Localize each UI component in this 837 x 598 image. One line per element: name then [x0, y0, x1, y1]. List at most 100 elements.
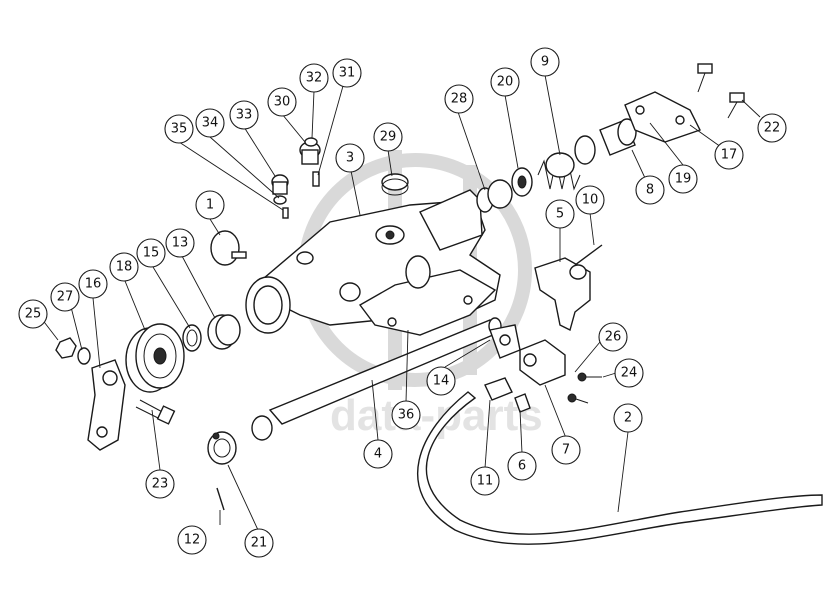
svg-text:23: 23 — [152, 477, 169, 492]
bolt-22-part — [727, 92, 745, 119]
callout-1: 1 — [195, 190, 225, 220]
ring-15-part — [182, 324, 202, 352]
svg-text:4: 4 — [374, 447, 382, 462]
washer-27-part — [77, 347, 91, 365]
svg-text:25: 25 — [25, 307, 42, 322]
valve-33-part — [271, 174, 289, 195]
pin-35-part — [282, 207, 289, 219]
callout-17: 17 — [714, 140, 744, 170]
callout-19: 19 — [668, 164, 698, 194]
nut-25-part — [55, 337, 77, 359]
callout-13: 13 — [165, 228, 195, 258]
callout-3: 3 — [335, 143, 365, 173]
svg-text:8: 8 — [646, 183, 654, 198]
svg-text:12: 12 — [184, 533, 201, 548]
svg-text:30: 30 — [274, 95, 291, 110]
callout-5: 5 — [545, 199, 575, 229]
screw-24-part — [577, 372, 602, 382]
plug-part — [210, 230, 247, 266]
callout-8: 8 — [635, 175, 665, 205]
svg-text:34: 34 — [202, 116, 219, 131]
clamp-21-part — [207, 431, 237, 465]
svg-text:17: 17 — [721, 148, 738, 163]
callout-18: 18 — [109, 252, 139, 282]
valve-block-7-part — [519, 339, 566, 386]
leader-lines — [37, 74, 761, 531]
callout-28: 28 — [444, 84, 474, 114]
fitting-6-part — [514, 393, 531, 413]
svg-text:14: 14 — [433, 374, 450, 389]
pulley-18-part — [125, 323, 185, 393]
fitting-11-part — [484, 377, 513, 401]
svg-text:10: 10 — [582, 193, 599, 208]
plate-19-part — [624, 91, 701, 143]
svg-text:29: 29 — [380, 130, 397, 145]
callout-25: 25 — [18, 299, 48, 329]
pin-31-part — [312, 171, 320, 187]
svg-text:22: 22 — [764, 121, 781, 136]
svg-text:35: 35 — [171, 122, 188, 137]
pin-12-part — [216, 487, 225, 511]
sleeve-8-part — [574, 118, 637, 165]
callout-11: 11 — [470, 466, 500, 496]
bearing-20-part — [511, 167, 533, 197]
cap-32-part — [304, 137, 318, 147]
hose-2-part — [416, 391, 823, 545]
callout-24: 24 — [614, 358, 644, 388]
svg-text:19: 19 — [675, 172, 692, 187]
pin-10-part — [574, 244, 603, 266]
callout-35: 35 — [164, 114, 194, 144]
housing-part — [245, 189, 501, 336]
svg-text:7: 7 — [562, 443, 570, 458]
svg-text:27: 27 — [57, 290, 74, 305]
callout-14: 14 — [426, 366, 456, 396]
ring-29-part — [381, 173, 409, 196]
svg-text:11: 11 — [477, 474, 494, 489]
callout-26: 26 — [598, 322, 628, 352]
bolt-17-part — [697, 63, 713, 93]
svg-text:2: 2 — [624, 411, 632, 426]
callout-32: 32 — [299, 63, 329, 93]
callout-31: 31 — [332, 58, 362, 88]
svg-text:3: 3 — [346, 151, 354, 166]
svg-text:26: 26 — [605, 330, 622, 345]
svg-text:36: 36 — [398, 408, 415, 423]
spring-9-part — [537, 152, 581, 191]
ring-13-part — [207, 314, 241, 350]
callout-34: 34 — [195, 108, 225, 138]
svg-text:28: 28 — [451, 92, 468, 107]
callout-6: 6 — [507, 451, 537, 481]
callout-2: 2 — [613, 403, 643, 433]
arm-16-part — [87, 359, 126, 451]
callout-12: 12 — [177, 525, 207, 555]
washer-34-part — [273, 195, 287, 205]
svg-text:6: 6 — [518, 459, 526, 474]
callout-30: 30 — [267, 87, 297, 117]
callout-21: 21 — [244, 528, 274, 558]
bolt-23-part — [135, 399, 176, 425]
callout-36: 36 — [391, 400, 421, 430]
callout-29: 29 — [373, 122, 403, 152]
callout-33: 33 — [229, 100, 259, 130]
callout-4: 4 — [363, 439, 393, 469]
callout-16: 16 — [78, 269, 108, 299]
svg-text:13: 13 — [172, 236, 189, 251]
screw-26-part — [567, 393, 589, 404]
svg-text:5: 5 — [556, 207, 564, 222]
callout-7: 7 — [551, 435, 581, 465]
callout-23: 23 — [145, 469, 175, 499]
svg-text:9: 9 — [541, 55, 549, 70]
callout-10: 10 — [575, 185, 605, 215]
callout-27: 27 — [50, 282, 80, 312]
svg-text:21: 21 — [251, 536, 268, 551]
callout-20: 20 — [490, 67, 520, 97]
callout-9: 9 — [530, 47, 560, 77]
svg-text:18: 18 — [116, 260, 133, 275]
svg-text:15: 15 — [143, 246, 160, 261]
svg-text:20: 20 — [497, 75, 514, 90]
callout-22: 22 — [757, 113, 787, 143]
svg-text:16: 16 — [85, 277, 102, 292]
svg-text:31: 31 — [339, 66, 356, 81]
bracket-5-part — [534, 257, 591, 332]
